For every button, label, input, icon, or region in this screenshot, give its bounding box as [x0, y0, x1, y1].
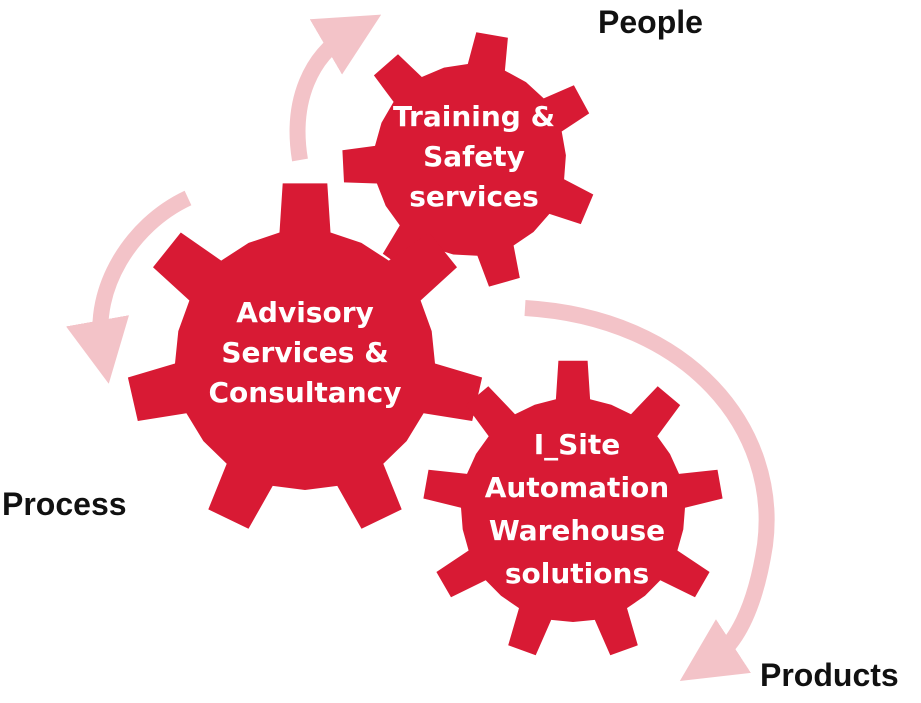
advisory-gear-text: Advisory Services & Consultancy — [209, 296, 402, 409]
people-label: People — [598, 4, 703, 40]
products-label: Products — [760, 657, 899, 693]
advisory-line-3: Consultancy — [209, 376, 402, 409]
training-gear-text: Training & Safety services — [393, 100, 555, 213]
cycle-arrows — [66, 14, 775, 681]
training-line-3: services — [409, 180, 539, 213]
isite-line-4: solutions — [505, 557, 649, 590]
advisory-line-1: Advisory — [236, 296, 374, 329]
isite-line-3: Warehouse — [489, 514, 665, 547]
process-label: Process — [2, 486, 127, 522]
advisory-line-2: Services & — [221, 336, 388, 369]
arrow-process — [66, 190, 192, 384]
isite-line-1: I_Site — [534, 428, 621, 461]
training-line-1: Training & — [393, 100, 555, 133]
training-line-2: Safety — [423, 140, 525, 173]
isite-gear-text: I_Site Automation Warehouse solutions — [485, 428, 669, 590]
isite-line-2: Automation — [485, 471, 669, 504]
arrow-people — [289, 14, 382, 162]
gear-advisory-services — [127, 183, 483, 529]
arrow-products — [524, 300, 775, 681]
gear-training-safety — [342, 32, 594, 287]
gear-isite-automation — [423, 360, 723, 656]
